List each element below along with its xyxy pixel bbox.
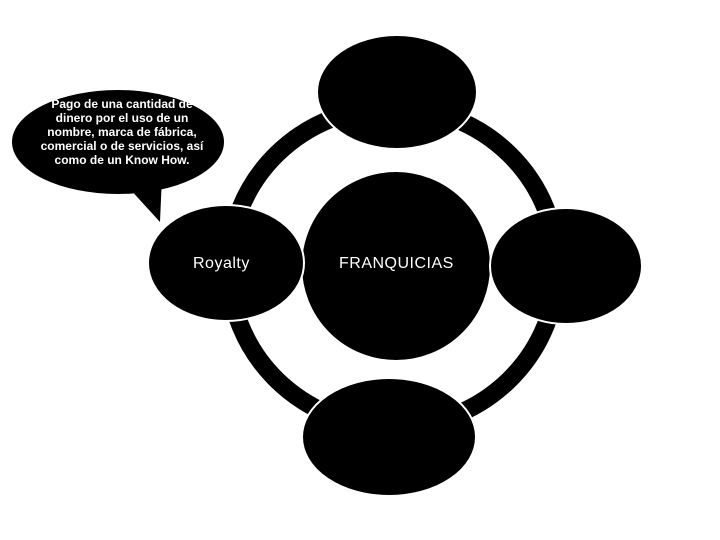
callout-text: Pago de una cantidad de dinero por el us… [40, 97, 204, 167]
royalty-label: Royalty [193, 255, 250, 272]
right-node[interactable] [489, 207, 643, 325]
royalty-node[interactable] [147, 204, 305, 322]
center-label: FRANQUICIAS [339, 255, 454, 272]
callout-bubble [12, 90, 224, 194]
top-node[interactable] [316, 34, 478, 150]
bottom-node[interactable] [301, 377, 477, 497]
